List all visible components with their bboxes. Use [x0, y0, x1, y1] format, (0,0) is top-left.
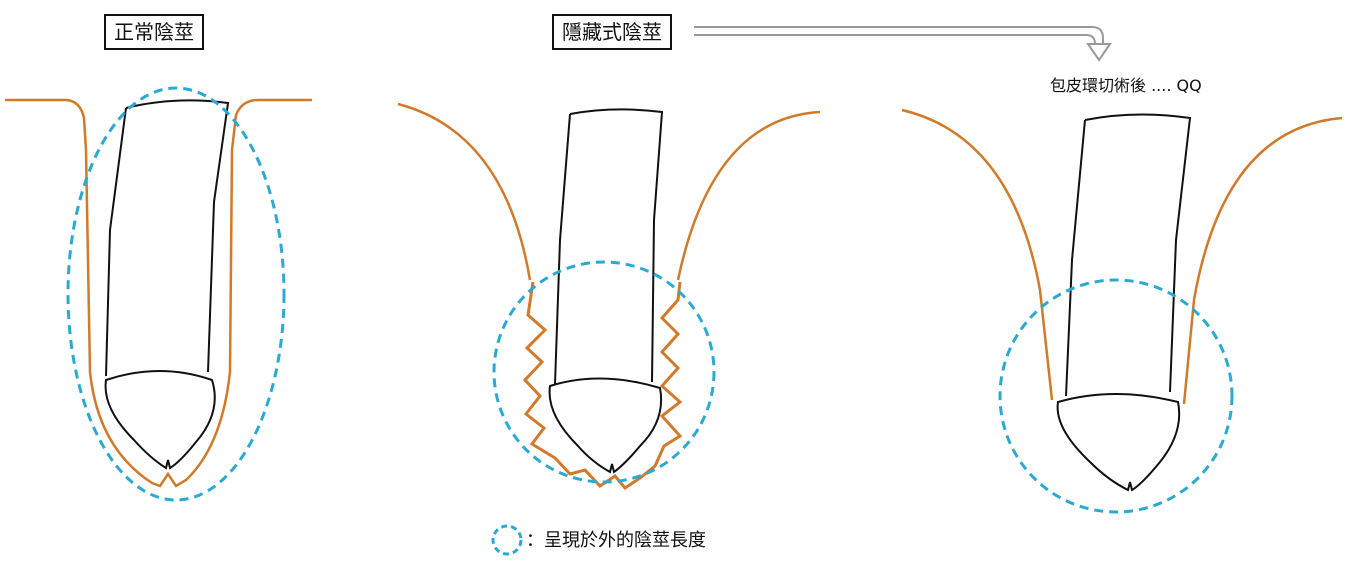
- arrow-shaft: [694, 26, 1104, 45]
- shaft-left-hidden: [554, 113, 571, 385]
- glans-normal: [104, 370, 216, 470]
- skin-line-hidden-right: [676, 110, 821, 281]
- shaft-after: [1084, 113, 1192, 393]
- label-hidden: 隱藏式陰莖: [552, 14, 672, 50]
- skin-line-after-left: [901, 108, 1054, 401]
- panel-normal: [5, 86, 312, 502]
- shaft-hidden: [569, 108, 664, 383]
- panel-hidden: [397, 102, 821, 490]
- skin-line-normal: [5, 98, 312, 488]
- glans-after: [1056, 393, 1181, 492]
- dashed-circle-normal: [66, 86, 286, 502]
- shaft-left-normal: [105, 107, 127, 377]
- shaft-normal: [125, 99, 230, 373]
- dashed-circle-hidden: [492, 260, 716, 484]
- legend: ：呈現於外的陰莖長度: [526, 526, 706, 552]
- panel-after: [901, 108, 1343, 514]
- legend-dashed-circle: [491, 524, 523, 556]
- legend-text: ：呈現於外的陰莖長度: [526, 530, 706, 551]
- label-normal: 正常陰莖: [104, 14, 204, 50]
- skin-folds-hidden: [522, 281, 683, 490]
- shaft-left-after: [1065, 119, 1086, 397]
- caption-after-circumcision: 包皮環切術後 .... QQ: [1050, 76, 1202, 95]
- skin-line-after-right: [1182, 116, 1343, 405]
- dashed-circle-after: [998, 278, 1234, 514]
- glans-hidden: [548, 377, 663, 474]
- skin-line-hidden-left: [397, 102, 532, 281]
- arrow-to-after: [694, 26, 1112, 62]
- arrow-head: [1086, 43, 1112, 62]
